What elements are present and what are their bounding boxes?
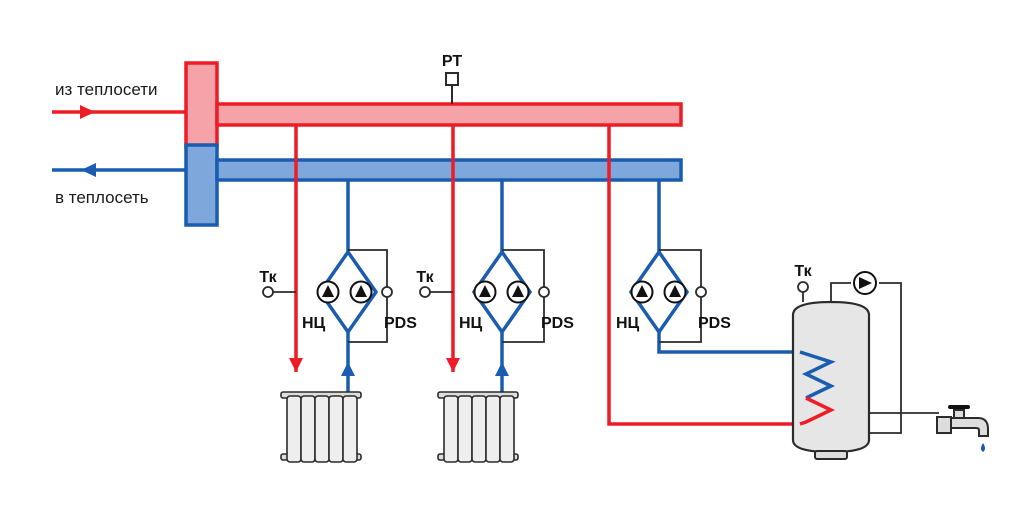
pump-label: НЦ [616, 315, 640, 332]
supply-header [184, 61, 219, 149]
pump-icon [473, 280, 497, 304]
manifold [184, 61, 683, 227]
pump-icon [630, 280, 654, 304]
water-heater-tank-icon: Тк [791, 263, 902, 460]
return-pipe [215, 158, 683, 182]
radiator-icon [437, 391, 519, 463]
sensor-icon [445, 72, 459, 86]
outlet-line [52, 163, 186, 177]
flow-arrow-icon [341, 362, 355, 376]
pump-icon [349, 280, 373, 304]
pump-icon [506, 280, 530, 304]
supply-in-label: из теплосети [55, 80, 158, 99]
pump-label: НЦ [302, 315, 326, 332]
pressure-sensor-label: РТ [442, 53, 462, 70]
pump-icon [316, 280, 340, 304]
pressure-sensor: РТ [442, 53, 462, 104]
sensor-icon [419, 286, 431, 298]
pds-label: PDS [698, 315, 731, 332]
water-drop-icon [981, 443, 985, 452]
heating-circuit-1: НЦ PDS Тк [259, 125, 417, 463]
pressure-switch-icon [695, 286, 707, 298]
supply-pipe [215, 102, 683, 127]
hot-water-circuit: НЦ PDS [607, 125, 800, 426]
temp-sensor-label: Тк [259, 269, 277, 286]
flow-arrow-icon [495, 362, 509, 376]
pump-icon [663, 280, 687, 304]
return-header [184, 143, 219, 227]
pressure-switch-icon [538, 286, 550, 298]
faucet-icon [869, 405, 989, 452]
flow-arrow-icon [446, 358, 460, 372]
sensor-icon [797, 281, 809, 293]
temp-sensor-label: Тк [416, 269, 434, 286]
pump-label: НЦ [459, 315, 483, 332]
flow-arrow-icon [80, 105, 95, 119]
flow-arrow-icon [81, 163, 96, 177]
sensor-icon [262, 286, 274, 298]
flow-arrow-icon [289, 358, 303, 372]
heating-circuit-2: НЦ PDS Тк [416, 125, 574, 463]
pds-label: PDS [384, 315, 417, 332]
pressure-switch-icon [381, 286, 393, 298]
return-out-label: в теплосеть [55, 188, 149, 207]
pds-label: PDS [541, 315, 574, 332]
inlet-line [52, 105, 186, 119]
temp-sensor-label: Тк [794, 263, 812, 280]
radiator-icon [280, 391, 362, 463]
